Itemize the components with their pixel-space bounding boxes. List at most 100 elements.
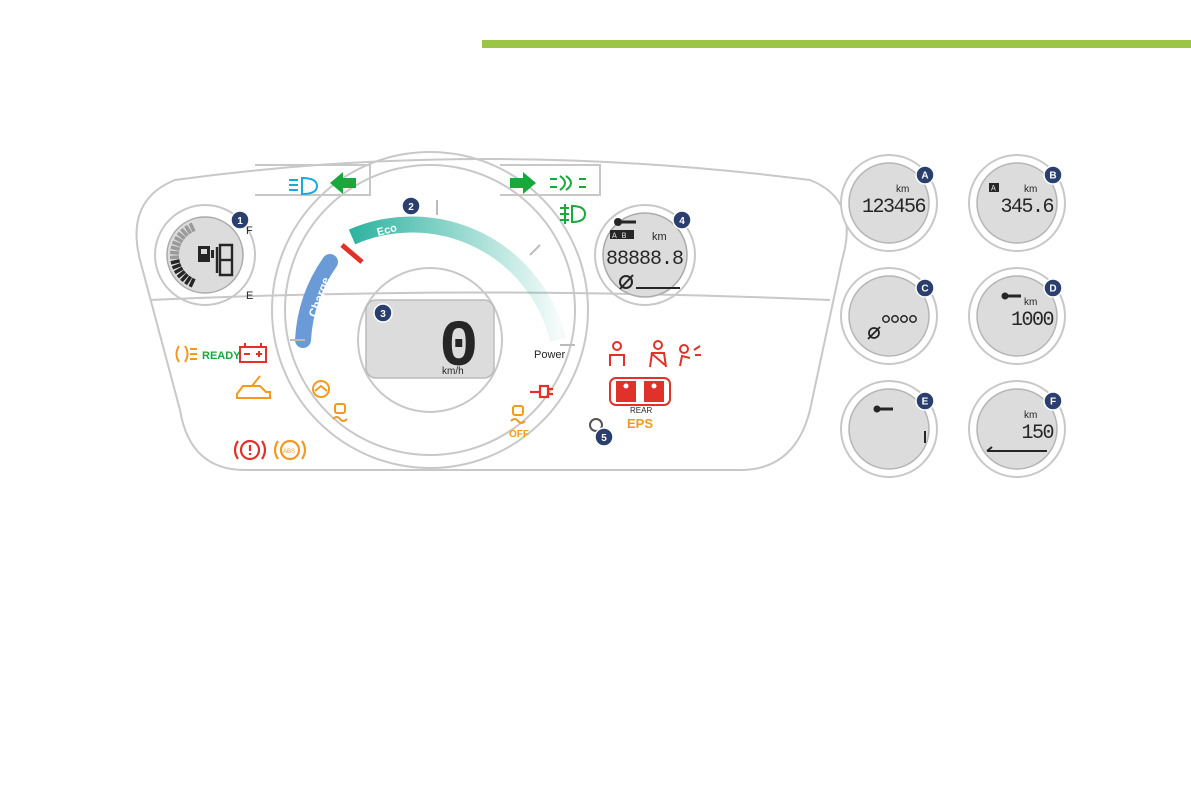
brake-icon (233, 439, 267, 461)
svg-text:2: 2 (408, 202, 414, 213)
abs-icon: ABS (273, 439, 307, 461)
mode-badge-label: F (1050, 397, 1056, 408)
charge-level-ticks (169, 222, 196, 288)
mode-value: 123456 (862, 196, 926, 219)
mode-value: 345.6 (1000, 196, 1053, 219)
door-open-icon (236, 375, 271, 399)
charge-level-tick (184, 224, 193, 235)
charge-level-tick (188, 277, 196, 288)
charge-level-tick (176, 270, 186, 279)
mode-value: 150 (1021, 422, 1053, 445)
odometer-value: 88888.8 (606, 248, 684, 271)
service-icon (867, 326, 881, 340)
charge-level-tick (171, 240, 182, 248)
sidelamps-icon (175, 345, 197, 363)
charge-level-tick (173, 266, 184, 275)
mode-badge: E (915, 391, 935, 411)
charge-zone-arc (295, 254, 338, 348)
callout-1: 1 (230, 210, 250, 230)
airbag-icon (609, 341, 625, 366)
charge-level-tick (170, 259, 181, 265)
charge-level-tick (184, 275, 193, 286)
seatbelt-icon (649, 340, 667, 368)
mode-badge-label: D (1049, 284, 1056, 295)
odometer-unit: km (652, 231, 667, 243)
charge-level-tick (169, 250, 180, 255)
mode-badge: B (1043, 165, 1063, 185)
range-digit-display (215, 243, 234, 277)
svg-text:5: 5 (601, 433, 607, 444)
rear-fog-icon (560, 204, 587, 224)
speedometer: 0 km/h (365, 299, 495, 385)
eco-label: Eco (376, 222, 399, 239)
ready-lamp: READY (202, 350, 241, 362)
mode-value: 1000 (1011, 309, 1054, 332)
spanner-icon (1001, 292, 1021, 300)
right-indicator-icon (510, 172, 536, 194)
svg-text:ABS: ABS (283, 449, 295, 455)
spanner-icon (873, 405, 893, 413)
mode-badge: A (915, 165, 935, 185)
header-accent-bar (482, 40, 1191, 48)
charging-plug-icon (530, 384, 553, 399)
mode-badge-label: E (922, 397, 929, 408)
display-mode-b: km A 345.6 B (968, 154, 1066, 252)
callout-5: 5 (594, 427, 614, 447)
display-mode-e: E (840, 380, 938, 478)
mode-badge-label: C (921, 284, 928, 295)
callout-4: 4 (672, 210, 692, 230)
eco-zone-arc (348, 216, 566, 342)
power-label: Power (534, 349, 566, 361)
traction-off-label: OFF (509, 429, 529, 440)
mode-badge: F (1043, 391, 1063, 411)
display-mode-c: C (840, 267, 938, 365)
rear-label: REAR (630, 406, 652, 415)
fuel-pump-icon (198, 246, 214, 262)
left-indicator-icon (330, 172, 356, 194)
front-fog-icon (550, 175, 586, 191)
service-icon (619, 274, 680, 290)
mode-unit: km (1024, 297, 1037, 308)
rheostat-button-icon (589, 418, 603, 432)
dipped-beam-icon (289, 176, 319, 196)
callout-3: 3 (373, 303, 393, 323)
charge-level-tick (170, 245, 181, 251)
charge-level-tick (176, 231, 186, 240)
mode-badge: C (915, 278, 935, 298)
trip-a-label: A (991, 185, 996, 194)
charge-level-tick (171, 262, 182, 270)
spanner-icon (614, 218, 636, 226)
central-dial (271, 151, 589, 469)
trip-selector: A B (612, 232, 627, 241)
charge-level-tick (180, 273, 189, 283)
fuel-empty-label: E (246, 290, 253, 302)
callout-2: 2 (401, 196, 421, 216)
charge-level-gauge: F E (166, 216, 253, 302)
service-indicator (882, 315, 917, 323)
svg-text:4: 4 (679, 216, 685, 227)
speed-unit: km/h (442, 366, 464, 377)
svg-text:1: 1 (237, 216, 243, 227)
eps-lamp: EPS (627, 416, 653, 431)
fuel-full-label: F (246, 225, 253, 237)
charge-level-tick (169, 255, 180, 260)
svg-text:3: 3 (380, 309, 386, 320)
charge-level-tick (188, 222, 196, 233)
mode-badge-label: B (1049, 171, 1056, 182)
charge-level-tick (180, 227, 189, 237)
odometer-display: A B km 88888.8 (602, 212, 688, 298)
trip-a-indicator: A (989, 183, 999, 194)
speed-readout: 0 (439, 310, 479, 385)
battery-icon (239, 343, 267, 363)
stability-control-icon (332, 403, 348, 422)
mode-unit: km (1024, 184, 1037, 195)
cruise-control-icon (312, 380, 330, 398)
charge-level-tick (173, 235, 184, 244)
eco-boundary-mark (340, 243, 364, 264)
traction-control-off-icon (510, 405, 526, 424)
